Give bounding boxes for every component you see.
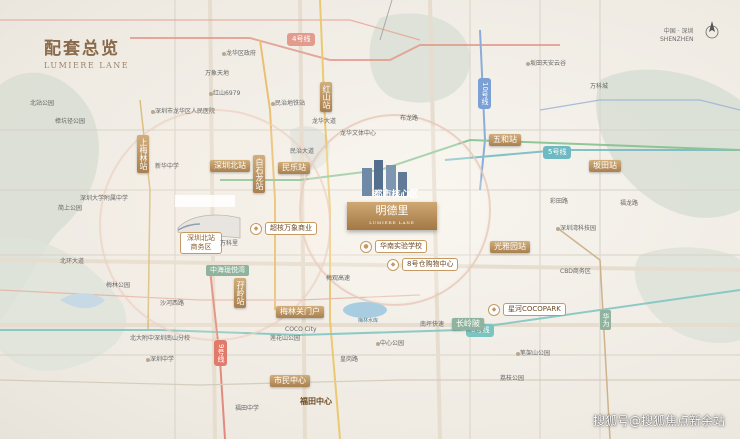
poi-label: 北站公园 (30, 100, 55, 107)
metro-line-10-badge: 10号线 (478, 78, 491, 109)
poi-label: 梅林水库 (358, 318, 379, 324)
poi-label: 深圳大学附属中学 (80, 195, 129, 202)
poi-mixc-label: 超核万象商业 (265, 222, 317, 235)
pin-marker (376, 342, 380, 346)
poi-label: 梅林公园 (106, 282, 131, 289)
project-district: 都市核心区 (373, 190, 419, 200)
pin-marker (222, 52, 226, 56)
poi-north-station-district: 深圳北站 商务区 (180, 232, 222, 254)
pin-marker (209, 92, 213, 96)
pin-marker (146, 358, 150, 362)
station-civic-center: 市民中心 (270, 375, 310, 387)
mall-icon: ◆ (387, 258, 399, 271)
poi-label: 红山6979 (213, 90, 241, 97)
road-label: 梅观高速 (326, 275, 351, 282)
project-name-en: LUMIERE LANE (369, 220, 415, 225)
poi-label: 深圳中学 (150, 356, 175, 363)
station-wuhe: 五和站 (489, 134, 521, 146)
pin-marker (526, 62, 530, 66)
station-guangya: 光雅园站 (490, 241, 530, 253)
project-name: 明德里 (375, 204, 409, 217)
poi-label: 龙华文体中心 (340, 130, 377, 137)
mall-icon: ◆ (488, 303, 500, 316)
station-ziling: 孖岭站 (234, 278, 246, 308)
mall-icon: ◆ (250, 222, 262, 235)
poi-label: 深圳市龙华区人民医院 (155, 108, 216, 115)
station-changlingpi: 长岭陂 (452, 318, 484, 330)
metro-line-5-badge: 5号线 (543, 146, 572, 159)
poi-label: COCO City (285, 326, 317, 333)
project-name-box[interactable]: 明德里 LUMIERE LANE (347, 202, 437, 230)
poi-label: 新华中学 (155, 163, 180, 170)
poi-label: 万科城 (590, 83, 609, 90)
poi-label-futian: 福田中心 (300, 397, 332, 406)
station-bantian: 坂田站 (589, 160, 621, 172)
poi-label: 莲花山公园 (270, 335, 301, 342)
north-arrow-icon (705, 21, 719, 39)
poi-huanan-school[interactable]: ● 华南实验学校 (360, 240, 427, 253)
road-label: 民治大道 (290, 148, 315, 155)
poi-label: 简上公园 (58, 205, 83, 212)
poi-huanan-school-label: 华南实验学校 (375, 240, 427, 253)
compass: 中国 · 深圳 SHENZHEN (660, 21, 719, 44)
road-label: 福龙路 (620, 200, 639, 207)
road-label: 南坪快速 (420, 321, 445, 328)
station-meilinguan: 梅林关门户 (276, 306, 324, 318)
poi-label: 深圳湾科技园 (560, 225, 597, 232)
station-minle: 民乐站 (278, 162, 310, 174)
pin-marker (151, 110, 155, 114)
poi-label: CBD商务区 (560, 268, 591, 275)
pin-marker (271, 102, 275, 106)
station-baishilong: 白石龙站 (253, 155, 265, 193)
watermark: 搜狐号@搜狐焦点新余站 (592, 414, 725, 428)
metro-line-9-badge: 9号线 (214, 340, 227, 367)
station-shenzhen-north: 深圳北站 (210, 160, 250, 172)
metro-line-4-badge: 4号线 (287, 33, 316, 46)
label-huawei: 华为 (600, 310, 611, 330)
road-label: 北环大道 (60, 258, 85, 265)
poi-label: 龙华区政府 (226, 50, 257, 57)
poi-8hao-mall[interactable]: ◆ 8号仓购物中心 (387, 258, 459, 271)
poi-label: 北大附中深圳南山分校 (130, 335, 191, 342)
station-shangmeilin: 上梅林站 (137, 135, 149, 173)
map-subtitle: LUMIERE LANE (44, 61, 130, 70)
map-title: 配套总览 (44, 39, 120, 59)
road-label: 沙河西路 (160, 300, 185, 307)
poi-mixc[interactable]: ◆ 超核万象商业 (250, 222, 317, 235)
station-hongshan: 红山站 (320, 82, 332, 112)
road-label: 皇岗路 (340, 356, 359, 363)
poi-8hao-mall-label: 8号仓购物中心 (402, 258, 459, 271)
pin-marker (516, 352, 520, 356)
poi-cocopark[interactable]: ◆ 星河COCOPARK (488, 303, 566, 316)
poi-label: 中心公园 (380, 340, 405, 347)
compass-location: 中国 · 深圳 (663, 28, 694, 35)
poi-cocopark-label: 星河COCOPARK (503, 303, 566, 316)
poi-label: 笔架山公园 (520, 350, 551, 357)
compass-location-en: SHENZHEN (660, 36, 694, 43)
road-label: 布龙路 (400, 115, 419, 122)
road-label: 彩田路 (550, 198, 569, 205)
poi-label: 坂田天安云谷 (530, 60, 567, 67)
poi-label: 樟坑径公园 (55, 118, 86, 125)
poi-label: 民治地铁站 (275, 100, 306, 107)
poi-label: 万象天地 (205, 70, 230, 77)
poi-label: 荔枝公园 (500, 375, 525, 382)
poi-label: 万科里 (220, 240, 239, 247)
label-zhonghai: 中海珑悦湾 (206, 265, 249, 276)
school-icon: ● (360, 240, 372, 253)
pin-marker (556, 227, 560, 231)
poi-label: 福田中学 (235, 405, 260, 412)
road-label: 龙华大道 (312, 118, 337, 125)
